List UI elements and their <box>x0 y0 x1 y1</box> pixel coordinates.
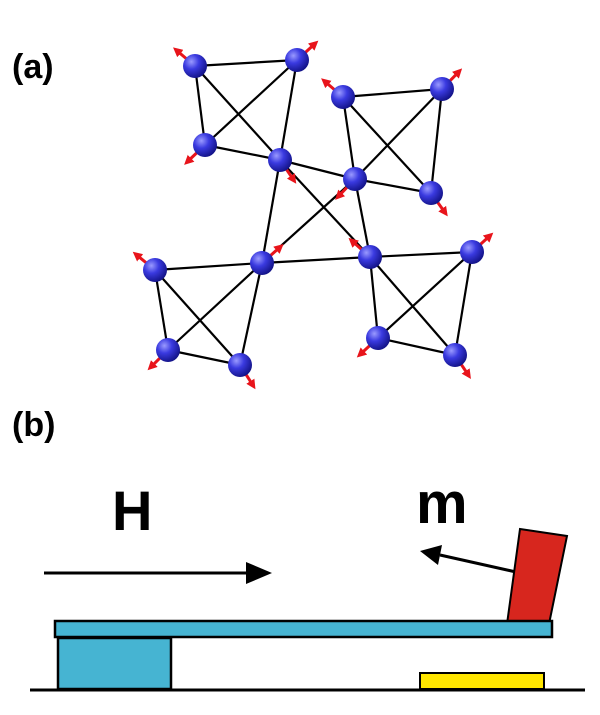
lattice-bond <box>453 251 474 356</box>
cantilever-beam <box>53 619 554 639</box>
atom <box>183 54 207 78</box>
moment-arrow-head <box>420 545 442 565</box>
field-arrow-head <box>246 562 272 584</box>
lattice-bond <box>377 336 456 357</box>
lattice-bond <box>153 269 170 351</box>
lattice-bond <box>278 59 299 161</box>
atom <box>358 245 382 269</box>
field-label: H <box>112 479 152 542</box>
lattice-bond <box>354 88 443 180</box>
lattice-bond <box>354 177 432 195</box>
panel-b-label: (b) <box>12 406 55 444</box>
atom <box>331 85 355 109</box>
lattice-bond <box>369 250 473 259</box>
lattice-bond <box>341 96 357 180</box>
lattice-bond <box>204 143 281 162</box>
lattice-bond <box>204 59 298 146</box>
lattice-bond <box>238 262 264 366</box>
lattice-bond <box>154 269 241 366</box>
lattice-bond <box>353 178 372 258</box>
atom <box>285 48 309 72</box>
atom <box>443 343 467 367</box>
atom <box>250 251 274 275</box>
magnet-block <box>505 527 569 625</box>
lattice-bond <box>342 87 443 99</box>
atom <box>193 133 217 157</box>
lattice-bond <box>260 159 282 264</box>
atom <box>228 353 252 377</box>
lattice-bond <box>154 261 263 272</box>
lattice-bond <box>167 262 263 351</box>
moment-label: m <box>416 471 468 536</box>
pyrochlore-lattice <box>132 40 494 390</box>
lattice-bond <box>429 88 444 194</box>
moment-arrow-shaft <box>439 553 517 574</box>
detector-plate <box>419 672 545 690</box>
atom <box>366 326 390 350</box>
lattice-bond <box>193 65 207 146</box>
cantilever-support <box>56 636 173 691</box>
atom <box>460 240 484 264</box>
lattice-bond <box>194 65 281 161</box>
lattice-bond <box>194 58 298 68</box>
lattice-atoms <box>143 48 484 377</box>
lattice-bonds <box>153 58 474 367</box>
lattice-bond <box>368 256 380 339</box>
lattice-bond <box>279 158 356 181</box>
panel-a-label: (a) <box>12 48 54 86</box>
atom <box>343 167 367 191</box>
atom <box>268 148 292 172</box>
atom <box>156 338 180 362</box>
atom <box>430 77 454 101</box>
atom <box>143 258 167 282</box>
lattice-bond <box>167 348 241 367</box>
lattice-bond <box>261 255 371 265</box>
lattice-bond <box>377 251 473 339</box>
atom <box>419 181 443 205</box>
